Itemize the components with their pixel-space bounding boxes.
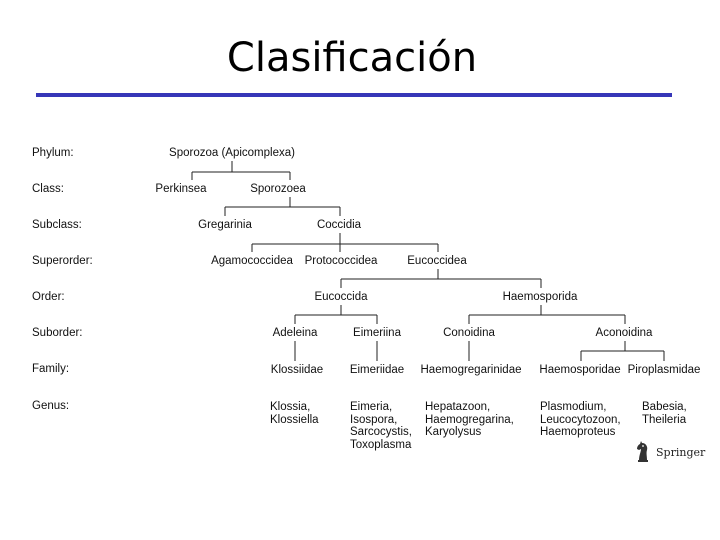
genus-item: Haemogregarina,	[425, 413, 514, 426]
taxon-suborder-aconoidina: Aconoidina	[595, 327, 653, 339]
genus-item: Sarcocystis,	[350, 426, 412, 438]
taxon-superorder-protococcidea: Protococcidea	[304, 255, 378, 267]
genus-item: Haemoproteus	[540, 426, 616, 438]
genus-item: Klossia,	[270, 401, 311, 413]
taxon-subclass-coccidia: Coccidia	[316, 219, 362, 231]
rank-label-suborder: Suborder:	[32, 327, 83, 339]
genus-list-haemogregarinidae: Hepatazoon, Haemogregarina, Karyolysus	[425, 401, 514, 439]
taxon-phylum: Sporozoa (Apicomplexa)	[169, 147, 295, 159]
slide-title: Clasificación	[226, 35, 478, 81]
taxon-family-haemogregarinidae: Haemogregarinidae	[420, 364, 522, 376]
genus-item: Klossiella	[270, 413, 319, 426]
title-underline	[36, 93, 672, 97]
rank-label-order: Order:	[32, 291, 65, 303]
taxon-class-perkinsea: Perkinsea	[155, 183, 207, 195]
genus-item: Karyolysus	[425, 426, 482, 438]
rank-label-phylum: Phylum:	[32, 147, 74, 159]
genus-item: Eimeria,	[350, 401, 393, 413]
taxon-family-eimeriidae: Eimeriidae	[349, 364, 405, 376]
taxon-suborder-adeleina: Adeleina	[272, 327, 318, 339]
springer-logo: Springer	[634, 440, 705, 464]
rank-label-subclass: Subclass:	[32, 219, 82, 231]
rank-label-superorder: Superorder:	[32, 255, 93, 267]
taxon-superorder-eucoccidea: Eucoccidea	[407, 255, 467, 267]
taxon-suborder-eimeriina: Eimeriina	[353, 327, 401, 339]
taxon-family-klossiidae: Klossiidae	[270, 364, 324, 376]
taxon-class-sporozoea: Sporozoea	[250, 183, 306, 195]
taxon-family-piroplasmidae: Piroplasmidae	[627, 364, 701, 376]
taxon-superorder-agamococcidea: Agamococcidea	[211, 255, 293, 267]
rank-label-class: Class:	[32, 183, 64, 195]
taxon-subclass-gregarinia: Gregarinia	[198, 219, 252, 231]
taxon-suborder-conoidina: Conoidina	[443, 327, 495, 339]
genus-item: Toxoplasma	[350, 438, 412, 451]
genus-item: Leucocytozoon,	[540, 413, 621, 426]
genus-item: Plasmodium,	[540, 401, 607, 413]
genus-list-eimeriidae: Eimeria, Isospora, Sarcocystis, Toxoplas…	[350, 401, 412, 451]
taxon-order-haemosporida: Haemosporida	[502, 291, 578, 303]
rank-label-genus: Genus:	[32, 400, 70, 412]
taxon-family-haemosporidae: Haemosporidae	[539, 364, 621, 376]
genus-item: Babesia,	[642, 401, 687, 413]
genus-list-piroplasmidae: Babesia, Theileria	[642, 401, 687, 426]
chess-knight-icon	[637, 441, 648, 462]
taxon-order-eucoccida: Eucoccida	[314, 291, 368, 303]
genus-item: Isospora,	[350, 413, 398, 426]
rank-label-family: Family:	[32, 363, 70, 375]
genus-item: Theileria	[642, 413, 687, 426]
springer-wordmark: Springer	[656, 445, 706, 459]
genus-list-klossiidae: Klossia, Klossiella	[270, 401, 319, 426]
genus-item: Hepatazoon,	[425, 401, 491, 413]
genus-list-haemosporidae: Plasmodium, Leucocytozoon, Haemoproteus	[540, 401, 621, 439]
